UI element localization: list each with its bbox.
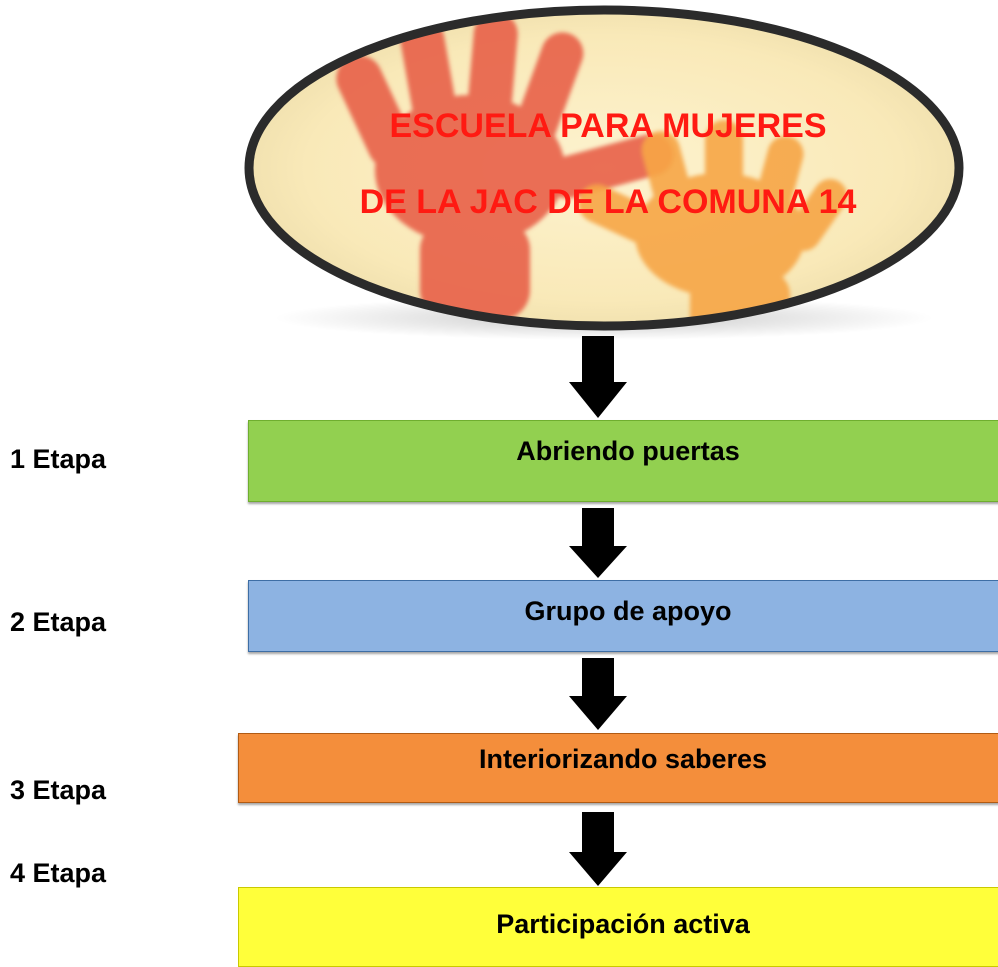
stage-box-1: Abriendo puertas: [248, 420, 998, 502]
down-arrow-icon: [569, 336, 627, 418]
stage-box-3-text: Interiorizando saberes: [478, 744, 768, 774]
stage-label-2: 2 Etapa: [10, 607, 107, 637]
stage-box-1-text: Abriendo puertas: [516, 436, 740, 466]
down-arrow-icon: [569, 658, 627, 730]
down-arrow-icon: [569, 812, 627, 886]
stage-box-4: Participación activa: [238, 887, 998, 967]
stage-box-2: Grupo de apoyo: [248, 580, 998, 652]
title-line-2: DE LA JAC DE LA COMUNA 14: [359, 183, 857, 221]
red-hand-icon: [336, 12, 674, 320]
stage-label-4: 4 Etapa: [10, 858, 107, 888]
title-ellipse: [244, 5, 964, 340]
stage-label-3: 3 Etapa: [10, 775, 107, 805]
orange-hand-icon: [578, 120, 848, 326]
stage-box-2-text: Grupo de apoyo: [524, 596, 732, 626]
title-line-1: ESCUELA PARA MUJERES: [389, 107, 827, 145]
stage-box-4-text: Participación activa: [496, 909, 750, 939]
stage-box-3: Interiorizando saberes: [238, 733, 998, 803]
stage-label-1: 1 Etapa: [10, 444, 107, 474]
down-arrow-icon: [569, 508, 627, 578]
